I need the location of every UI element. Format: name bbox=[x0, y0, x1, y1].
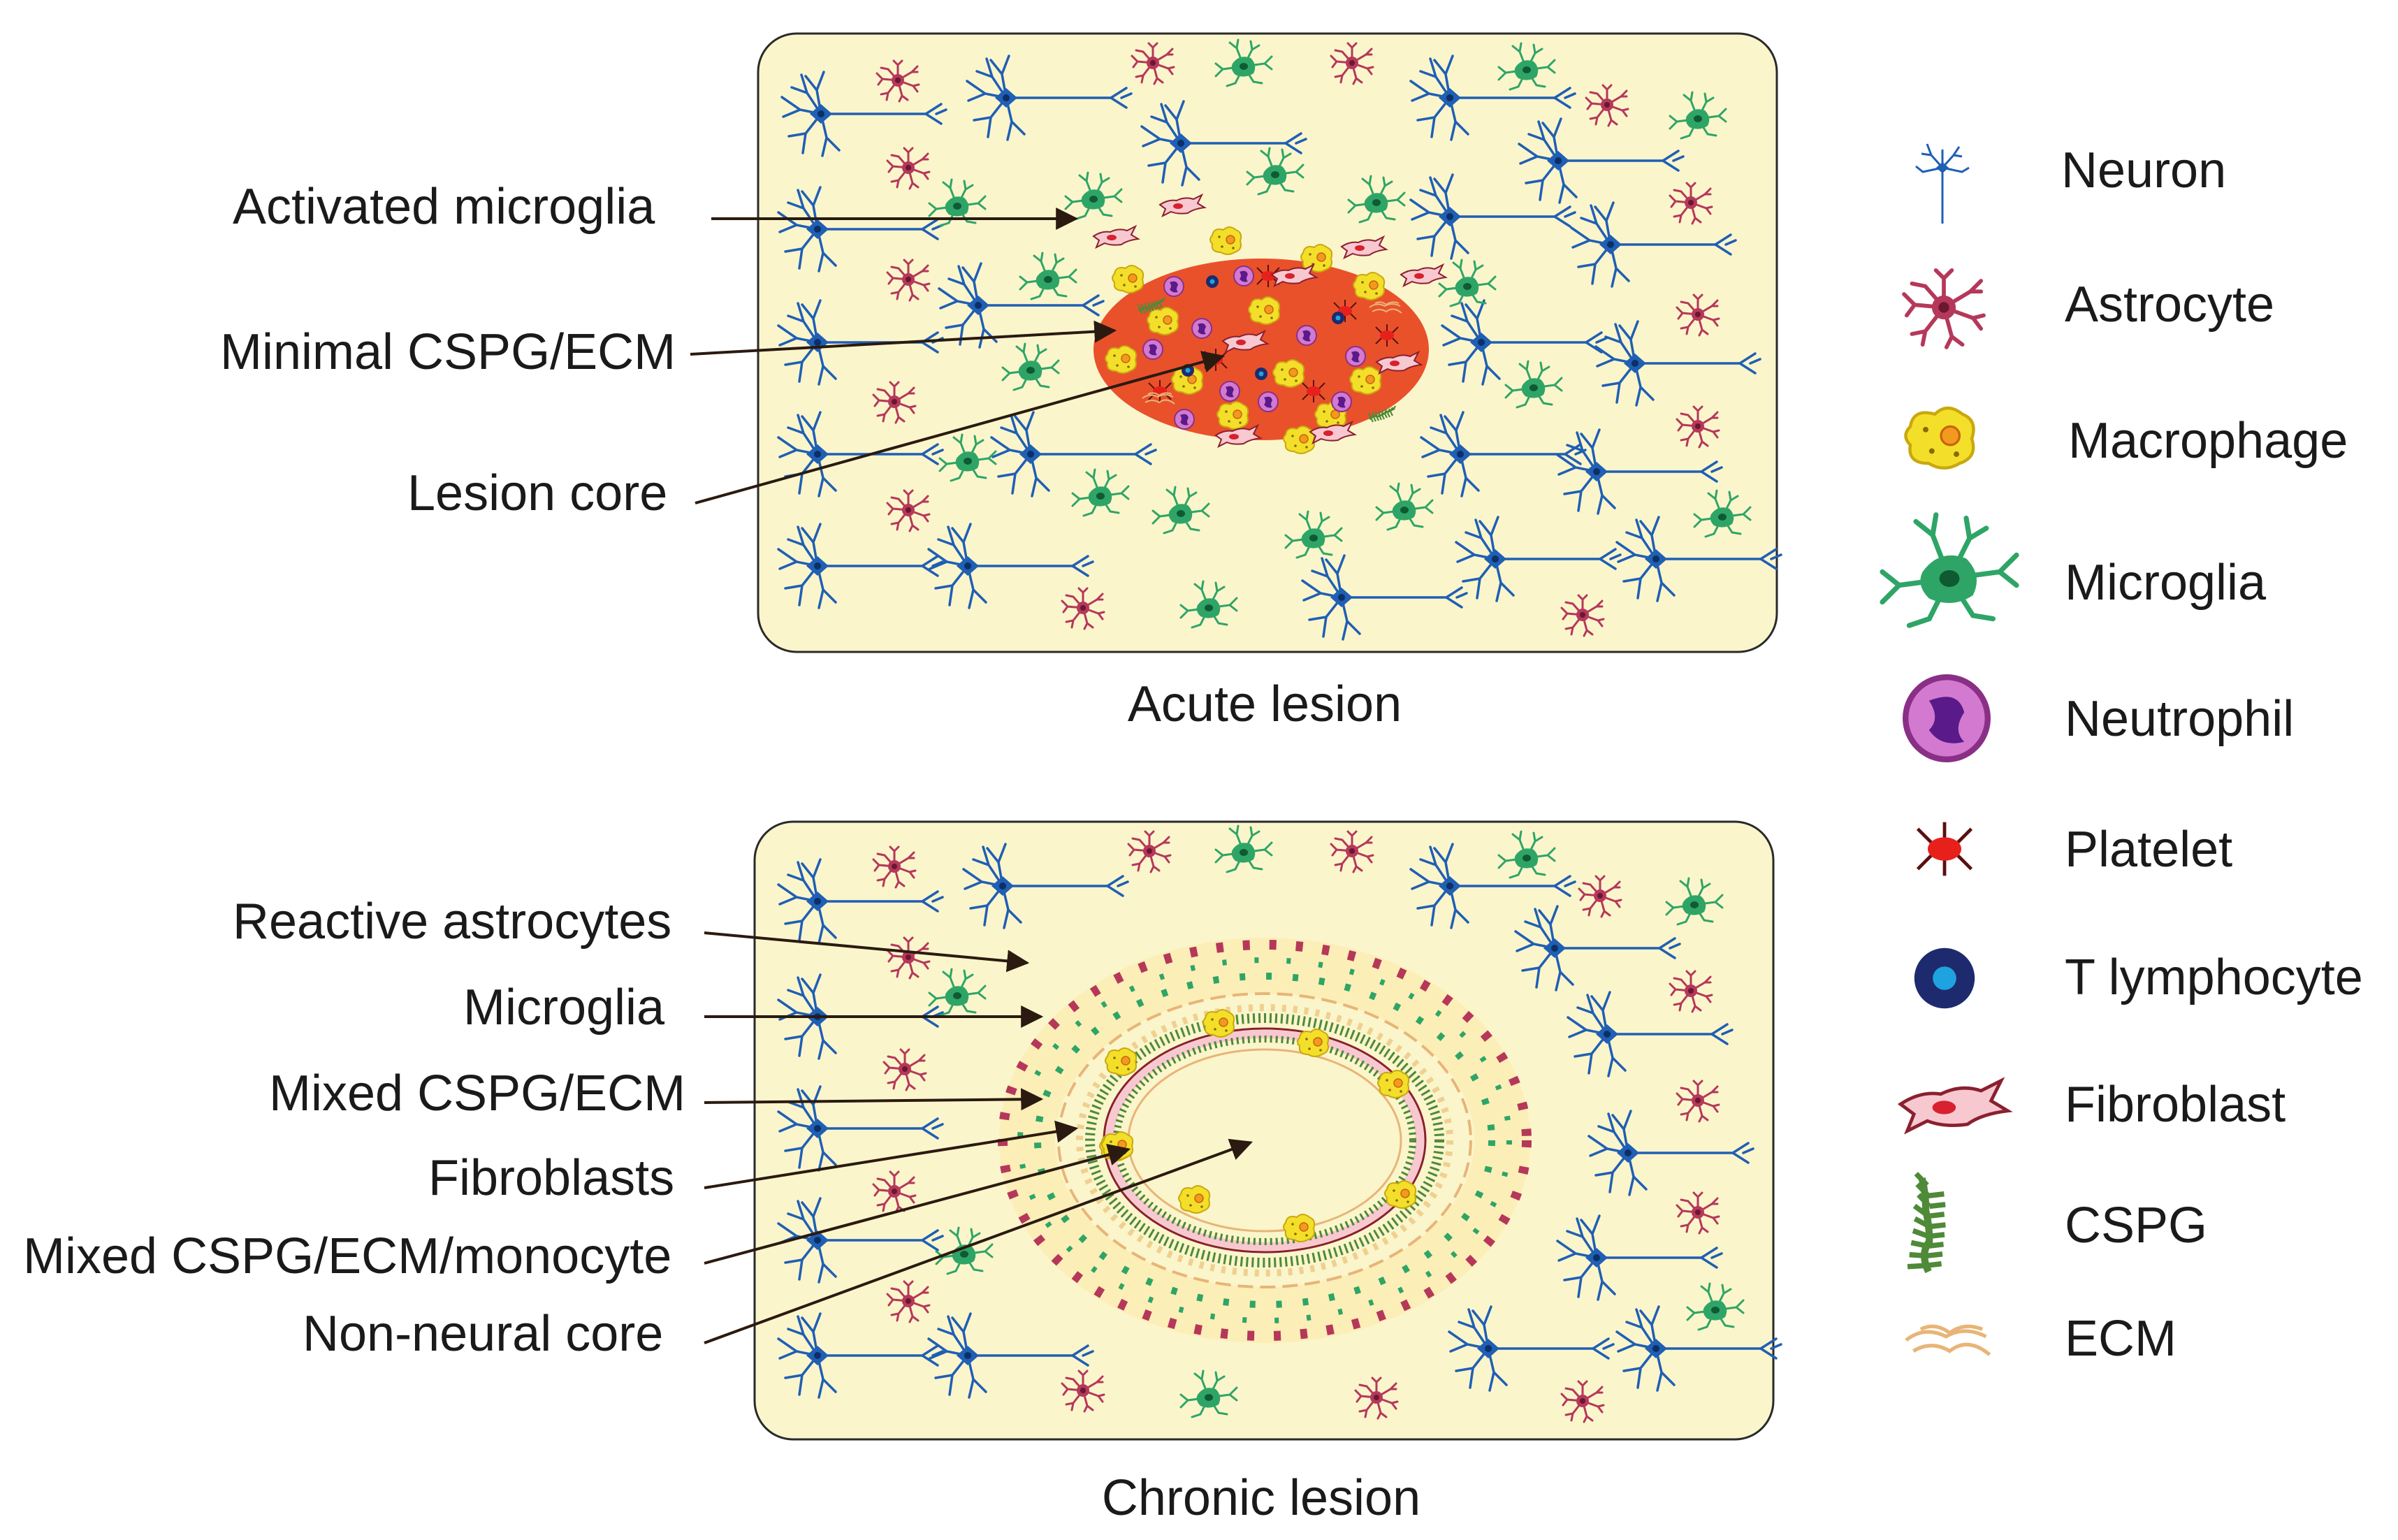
legend-fibroblast: Fibroblast bbox=[2065, 1077, 2286, 1133]
label-mixed-cspg-ecm: Mixed CSPG/ECM bbox=[269, 1066, 686, 1121]
legend-platelet: Platelet bbox=[2065, 822, 2233, 878]
label-non-neural-core: Non-neural core bbox=[303, 1306, 664, 1362]
neuron-icon bbox=[1915, 143, 1970, 224]
label-microglia: Microglia bbox=[463, 980, 665, 1036]
legend-neutrophil: Neutrophil bbox=[2065, 691, 2295, 747]
legend-astrocyte: Astrocyte bbox=[2065, 277, 2275, 333]
legend-microglia: Microglia bbox=[2065, 555, 2267, 611]
label-activated-microglia: Activated microglia bbox=[233, 179, 655, 235]
legend-icons bbox=[1882, 143, 2016, 1355]
legend-macrophage: Macrophage bbox=[2068, 413, 2348, 469]
neutrophil-icon bbox=[1905, 677, 1988, 760]
label-fibroblasts: Fibroblasts bbox=[428, 1150, 675, 1206]
chronic-caption: Chronic lesion bbox=[1101, 1470, 1421, 1526]
t-lymphocyte-icon bbox=[1914, 947, 1975, 1009]
label-lesion-core: Lesion core bbox=[407, 465, 668, 521]
legend-ecm: ECM bbox=[2065, 1311, 2177, 1367]
acute-arrows bbox=[690, 208, 1226, 504]
label-reactive-astrocytes: Reactive astrocytes bbox=[233, 894, 672, 950]
label-minimal-cspg-ecm: Minimal CSPG/ECM bbox=[220, 324, 676, 380]
label-mixed-cspg-ecm-monocyte: Mixed CSPG/ECM/monocyte bbox=[23, 1228, 672, 1284]
legend-t-lymphocyte: T lymphocyte bbox=[2065, 950, 2363, 1005]
legend-cspg: CSPG bbox=[2065, 1198, 2208, 1254]
legend-neuron: Neuron bbox=[2061, 143, 2227, 198]
cspg-icon bbox=[1885, 1174, 1968, 1277]
chronic-arrows bbox=[704, 931, 1254, 1344]
acute-caption: Acute lesion bbox=[1127, 676, 1402, 732]
microglia-icon bbox=[1882, 515, 2016, 625]
platelet-icon bbox=[1918, 822, 1972, 876]
macrophage-icon bbox=[1905, 408, 1973, 468]
astrocyte-icon bbox=[1904, 270, 1984, 347]
fibroblast-icon bbox=[1901, 1081, 2008, 1131]
ecm-icon bbox=[1906, 1326, 1990, 1355]
